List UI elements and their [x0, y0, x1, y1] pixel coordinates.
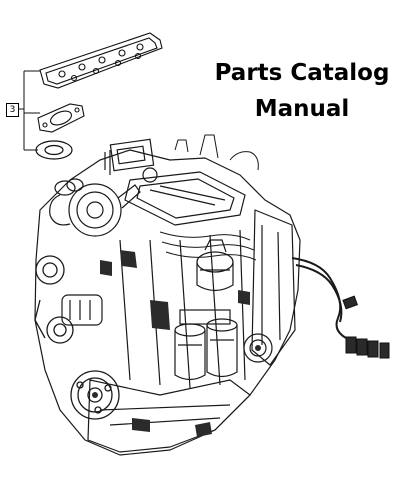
catalog-title-line-2: Manual: [254, 96, 350, 122]
egr-module: [104, 138, 158, 183]
engine-block: [34, 149, 301, 456]
callout-bracket: [17, 70, 40, 151]
shading-accents: [92, 250, 261, 437]
fuel-filters: [174, 309, 238, 381]
alternator: [61, 294, 103, 326]
catalog-title-line-1: Parts Catalog: [214, 60, 390, 86]
oil-filter-housing: [196, 239, 234, 292]
callout-number: 3: [6, 103, 19, 117]
front-pulleys: [34, 255, 120, 420]
wiring-harness: [291, 257, 351, 341]
turbocharger: [49, 178, 141, 237]
harness-connectors: [342, 295, 390, 359]
flange-gasket-part: [37, 103, 85, 133]
head-gasket-part: [39, 32, 163, 89]
injector-lines: [159, 134, 259, 261]
seal-ring-part: [35, 140, 73, 160]
intake-port: [243, 333, 273, 363]
